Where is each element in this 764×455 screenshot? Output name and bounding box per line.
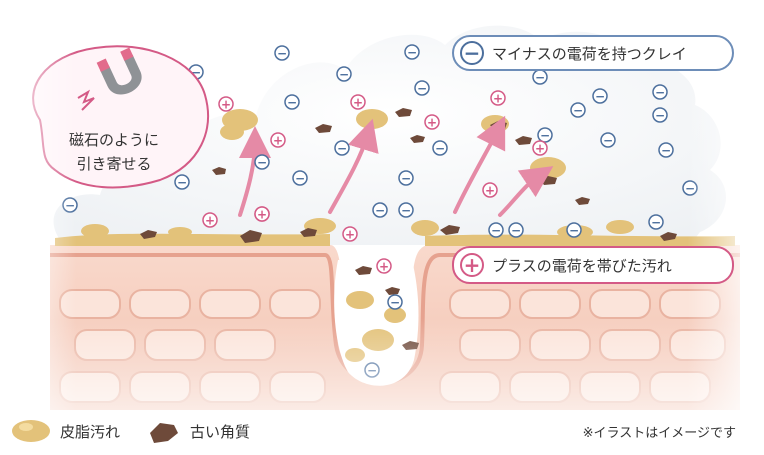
dirt-label-text: プラスの電荷を帯びた汚れ <box>492 256 672 275</box>
legend: 皮脂汚れ 古い角質 <box>10 416 276 446</box>
dirt-charge-label: + プラスの電荷を帯びた汚れ <box>452 246 734 284</box>
plus-circle-icon: + <box>460 253 484 277</box>
magnet-caption-line1: 磁石のように <box>68 131 159 149</box>
minus-circle-icon: − <box>460 41 484 65</box>
sebum-icon <box>12 420 50 442</box>
magnet-caption: 磁石のように 引き寄せる <box>40 128 188 176</box>
legend-sebum-label: 皮脂汚れ <box>60 422 121 441</box>
keratin-icon <box>150 423 179 443</box>
clay-charge-label: − マイナスの電荷を持つクレイ <box>452 35 734 71</box>
legend-old-keratin: 古い角質 <box>146 417 250 445</box>
legend-sebum: 皮脂汚れ <box>10 417 120 445</box>
legend-keratin-label: 古い角質 <box>190 422 251 441</box>
clay-label-text: マイナスの電荷を持つクレイ <box>492 44 687 63</box>
magnet-caption-line2: 引き寄せる <box>76 155 152 173</box>
illustration-note: ※イラストはイメージです <box>582 426 736 441</box>
